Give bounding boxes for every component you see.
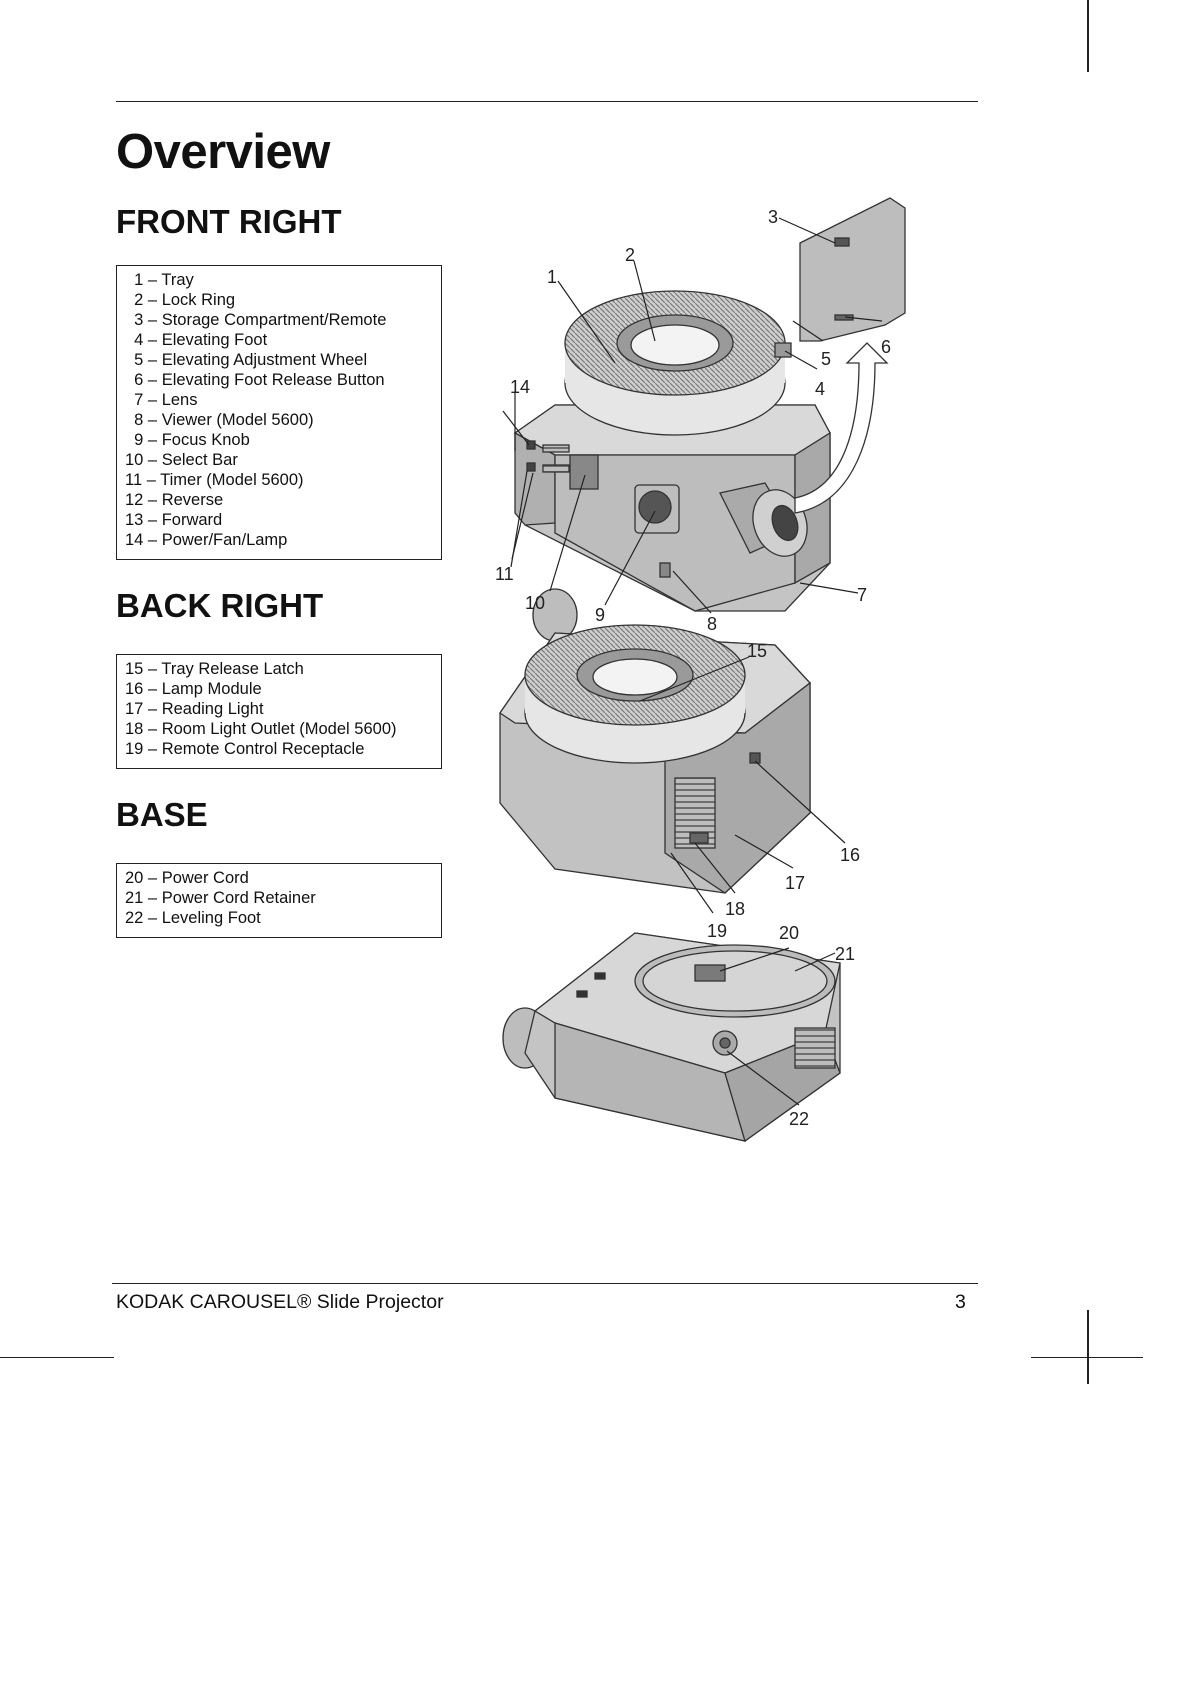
footer-product-name: KODAK CAROUSEL® Slide Projector xyxy=(116,1291,444,1313)
legend-item: 5 – Elevating Adjustment Wheel xyxy=(125,351,368,369)
callout-3: 3 xyxy=(768,207,778,227)
legend-item: 16 – Lamp Module xyxy=(125,680,262,698)
callout-1: 1 xyxy=(547,267,557,287)
callout-7: 7 xyxy=(857,585,867,605)
callout-14: 14 xyxy=(510,377,530,397)
callout-19: 19 xyxy=(707,921,727,941)
callout-8: 8 xyxy=(707,614,717,634)
legend-box-back-right: 15 – Tray Release Latch 16 – Lamp Module… xyxy=(116,654,442,769)
footer-page-number: 3 xyxy=(955,1291,966,1313)
callout-6: 6 xyxy=(881,337,891,357)
legend-item: 22 – Leveling Foot xyxy=(125,909,261,927)
callout-11: 11 xyxy=(495,564,514,584)
legend-item: 6 – Elevating Foot Release Button xyxy=(125,371,385,389)
header-rule xyxy=(116,101,978,102)
timer-switch xyxy=(542,464,570,473)
legend-item: 3 – Storage Compartment/Remote xyxy=(125,311,387,329)
page-title: Overview xyxy=(116,125,330,179)
crop-mark-top-right xyxy=(1087,0,1089,72)
leader-lines xyxy=(502,217,883,1106)
legend-list-base: 20 – Power Cord 21 – Power Cord Retainer… xyxy=(125,868,441,928)
callout-22: 22 xyxy=(789,1109,809,1129)
callout-15: 15 xyxy=(747,641,767,661)
legend-list-front-right: 1 – Tray 2 – Lock Ring 3 – Storage Compa… xyxy=(125,270,441,550)
footer-rule xyxy=(112,1283,978,1284)
legend-item: 8 – Viewer (Model 5600) xyxy=(125,411,314,429)
select-bar xyxy=(569,454,599,490)
legend-item: 1 – Tray xyxy=(125,271,194,289)
storage-compartment-detail xyxy=(799,197,906,342)
lamp-module xyxy=(749,752,761,764)
callout-18: 18 xyxy=(725,899,745,919)
legend-list-back-right: 15 – Tray Release Latch 16 – Lamp Module… xyxy=(125,659,441,759)
callout-5: 5 xyxy=(821,349,831,369)
legend-item: 2 – Lock Ring xyxy=(125,291,236,309)
callout-9: 9 xyxy=(595,605,605,625)
callout-4: 4 xyxy=(815,379,825,399)
crop-mark-bottom-left-horizontal xyxy=(0,1357,114,1358)
legend-item: 13 – Forward xyxy=(125,511,223,529)
section-heading-base: BASE xyxy=(116,796,208,833)
legend-item: 15 – Tray Release Latch xyxy=(125,660,304,678)
callout-2: 2 xyxy=(625,245,635,265)
viewer xyxy=(659,562,671,578)
legend-item: 20 – Power Cord xyxy=(125,869,249,887)
back-right-view xyxy=(499,588,811,894)
focus-knob xyxy=(638,490,672,524)
section-heading-front-right: FRONT RIGHT xyxy=(116,203,342,240)
legend-item: 10 – Select Bar xyxy=(125,451,238,469)
projector-drawing: 1 2 3 4 5 6 7 8 9 10 11 12 13 14 15 16 1… xyxy=(495,197,906,1143)
front-right-view xyxy=(513,197,906,612)
callout-17: 17 xyxy=(785,873,805,893)
legend-box-front-right: 1 – Tray 2 – Lock Ring 3 – Storage Compa… xyxy=(116,265,442,560)
legend-item: 14 – Power/Fan/Lamp xyxy=(125,531,288,549)
legend-item: 7 – Lens xyxy=(125,391,198,409)
legend-item: 11 – Timer (Model 5600) xyxy=(125,471,304,489)
callout-21: 21 xyxy=(835,944,855,964)
section-heading-back-right: BACK RIGHT xyxy=(116,587,324,624)
legend-item: 12 – Reverse xyxy=(125,491,224,509)
room-light-outlet xyxy=(689,832,709,844)
legend-item: 4 – Elevating Foot xyxy=(125,331,268,349)
legend-item: 19 – Remote Control Receptacle xyxy=(125,740,365,758)
legend-item: 18 – Room Light Outlet (Model 5600) xyxy=(125,720,397,738)
callout-labels: 1 2 3 4 5 6 7 8 9 10 11 12 13 14 15 16 1… xyxy=(495,207,891,1129)
callout-16: 16 xyxy=(840,845,860,865)
legend-item: 9 – Focus Knob xyxy=(125,431,250,449)
forward-button xyxy=(526,440,536,450)
tray-hub xyxy=(630,324,720,366)
legend-item: 17 – Reading Light xyxy=(125,700,264,718)
callout-20: 20 xyxy=(779,923,799,943)
reverse-button xyxy=(526,462,536,472)
crop-mark-bottom-right-horizontal xyxy=(1031,1357,1143,1358)
power-cord xyxy=(694,964,726,982)
base-view xyxy=(502,932,841,1143)
elevating-foot xyxy=(774,342,792,358)
crop-mark-bottom-right-vertical xyxy=(1087,1310,1089,1384)
callout-10: 10 xyxy=(525,593,545,613)
legend-item: 21 – Power Cord Retainer xyxy=(125,889,316,907)
projector-illustration: 1 2 3 4 5 6 7 8 9 10 11 12 13 14 15 16 1… xyxy=(495,193,978,1213)
power-switch xyxy=(542,444,570,453)
rear-vents xyxy=(794,1027,836,1069)
curved-arrow xyxy=(794,342,889,514)
legend-box-base: 20 – Power Cord 21 – Power Cord Retainer… xyxy=(116,863,442,938)
